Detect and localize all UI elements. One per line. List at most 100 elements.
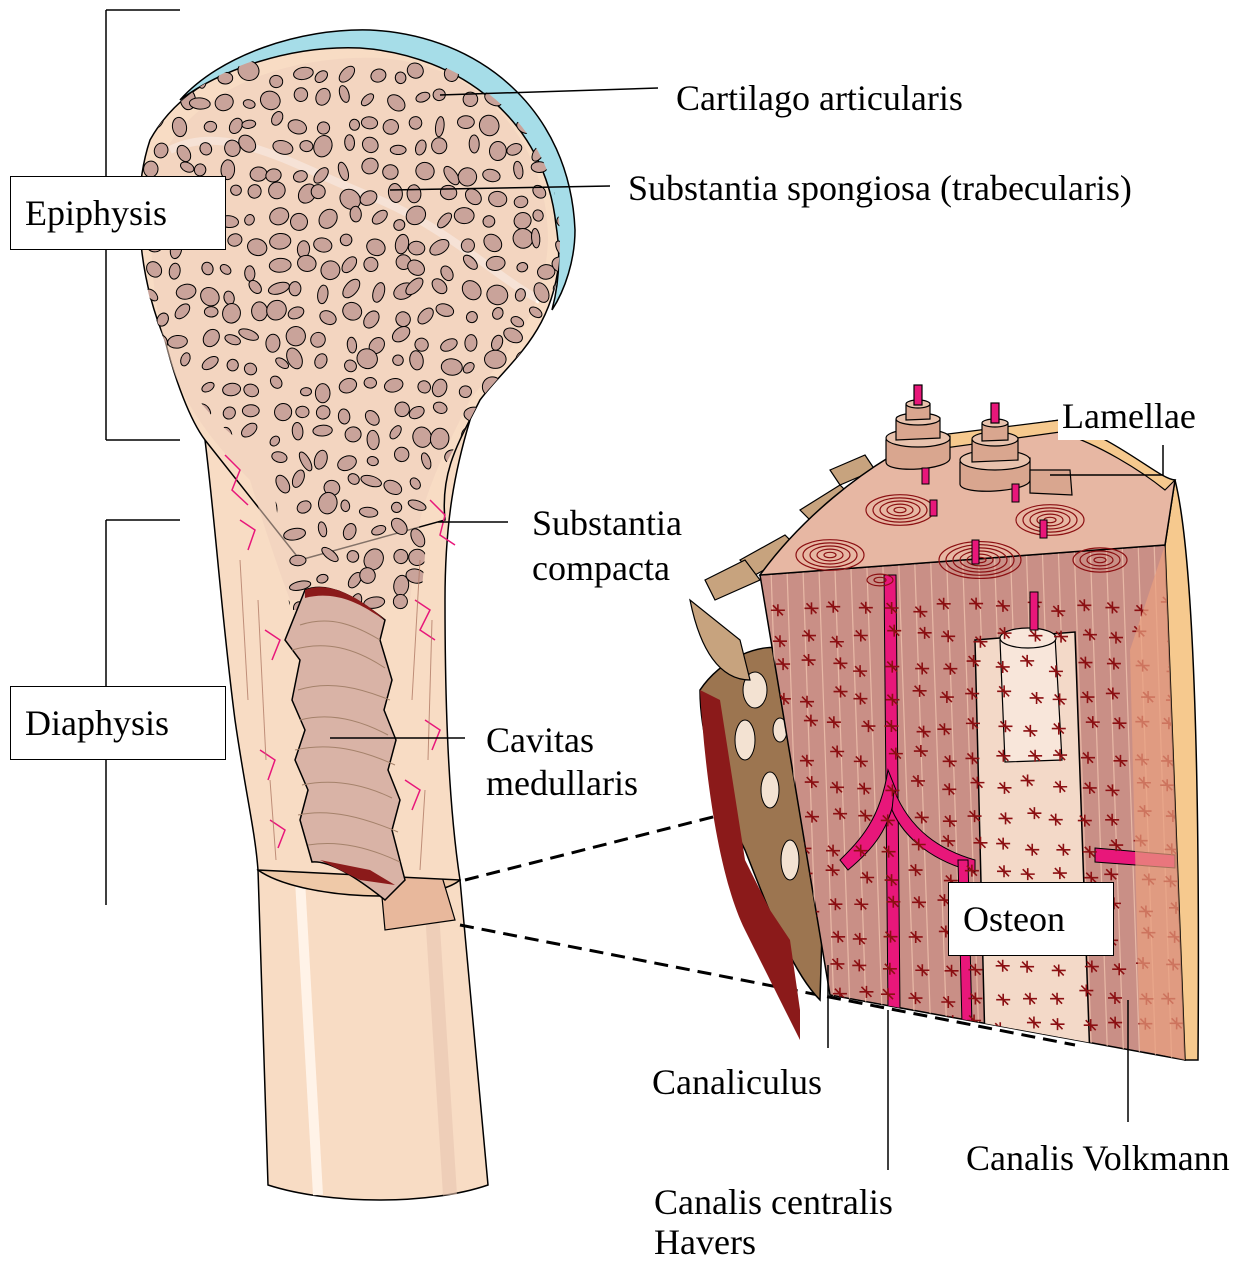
canaliculus-label: Canaliculus [652, 1062, 822, 1102]
trabecula [150, 70, 163, 83]
trabecula [558, 452, 579, 466]
spongiosa-label: Substantia spongiosa (trabecularis) [628, 168, 1132, 208]
epiphysis-label-box: Epiphysis [10, 176, 226, 250]
trabecula [485, 350, 507, 368]
trabecula [169, 574, 184, 587]
trabecula [477, 449, 504, 477]
lamellae-label-box: Lamellae [1058, 392, 1208, 440]
trabecula [513, 396, 529, 417]
trabecula [151, 601, 166, 616]
volkmann-label: Canalis Volkmann [966, 1138, 1230, 1178]
trabecula [197, 573, 211, 589]
osteon-label-box: Osteon [948, 882, 1114, 956]
trabecula [533, 61, 551, 79]
trabecula [455, 571, 478, 593]
osteocyte [885, 1015, 899, 1027]
trabecula [510, 581, 526, 591]
trabecula [532, 334, 553, 352]
trabecula [455, 531, 470, 546]
trabecula [171, 494, 191, 513]
osteocyte [861, 1020, 875, 1032]
trabecula [349, 119, 360, 131]
trabecula [171, 516, 190, 536]
trabecula [533, 591, 552, 614]
trabecula [265, 334, 280, 353]
trabecula [507, 498, 534, 524]
trabecula [171, 59, 191, 83]
trabecula [509, 591, 522, 610]
trabecula [487, 574, 506, 592]
trabecula [344, 135, 355, 151]
cavitas-label-line2: medullaris [486, 763, 638, 803]
trabecula [191, 474, 211, 497]
trabecula [561, 310, 579, 323]
trabecula [315, 384, 330, 403]
trabecula [407, 184, 422, 203]
trabecula [152, 480, 174, 496]
trabecula [295, 406, 309, 418]
trabecula [538, 422, 553, 441]
trabecula [502, 430, 523, 451]
trabecula [528, 350, 541, 372]
osteocyte [915, 1022, 929, 1034]
trabecula [142, 521, 160, 542]
trabecula [560, 596, 573, 608]
trabecula [140, 90, 160, 107]
trabecula [561, 134, 576, 150]
trabecula [459, 480, 478, 498]
trabecula [157, 549, 171, 568]
trabecula [485, 524, 499, 536]
compacta-label-line2: compacta [532, 548, 670, 588]
trabecula [454, 543, 477, 567]
trabecula [193, 594, 219, 620]
trabecula [300, 387, 311, 396]
trabecula [152, 576, 171, 592]
osteon-label: Osteon [963, 898, 1065, 940]
trabecula [180, 591, 194, 609]
cartilago-label: Cartilago articularis [676, 78, 963, 118]
trabecula [364, 377, 377, 388]
trabecula [485, 542, 504, 561]
trabecula [486, 476, 507, 498]
trabecula [192, 544, 211, 560]
havers-label-line1: Canalis centralis [654, 1182, 893, 1222]
trabecula [142, 494, 160, 516]
trabecula [553, 71, 573, 85]
trabecula [290, 555, 307, 566]
trabecula [509, 471, 529, 490]
trabecula [242, 405, 259, 417]
trabecula [390, 145, 406, 154]
trabecula [454, 207, 474, 223]
trabecula [505, 453, 528, 470]
trabecula [555, 430, 573, 451]
trabecula [251, 301, 268, 321]
trabecula [565, 480, 577, 499]
cavitas-label-line1: Cavitas [486, 720, 594, 760]
trabecula [150, 448, 172, 469]
trabecula [479, 498, 496, 520]
havers-label-line2: Havers [654, 1222, 756, 1262]
diaphysis-label-box: Diaphysis [10, 686, 226, 760]
trabecula [557, 376, 579, 397]
trabecula [533, 408, 552, 426]
trabecula [505, 371, 525, 396]
trabecula [554, 331, 576, 349]
trabecula [552, 113, 574, 131]
osteocyte [770, 1016, 784, 1028]
trabecula [145, 358, 160, 374]
osteocyte [800, 1015, 814, 1027]
trabecula [531, 381, 546, 397]
trabecula [186, 523, 210, 547]
trabecula [171, 473, 188, 487]
compacta-label-line1: Substantia [532, 503, 682, 543]
trabecula [469, 135, 479, 153]
diaphysis-label: Diaphysis [25, 702, 169, 744]
trabecula [464, 334, 477, 351]
trabecula [392, 502, 402, 512]
trabecula [553, 358, 568, 371]
trabecula [150, 376, 169, 398]
trabecula [166, 444, 188, 468]
trabecula [165, 436, 184, 448]
trabecula [486, 590, 508, 613]
